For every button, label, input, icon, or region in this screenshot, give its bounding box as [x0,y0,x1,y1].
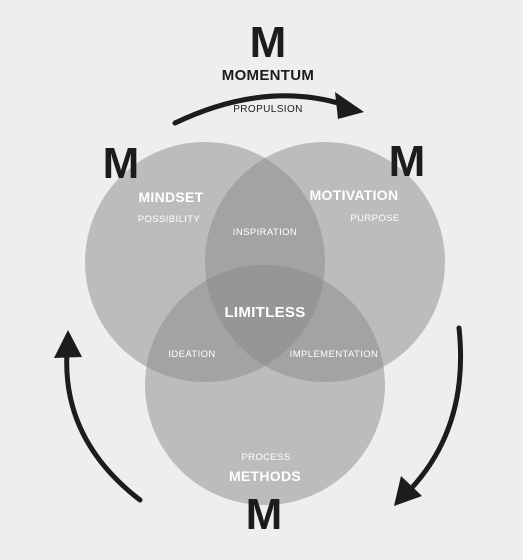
momentum-letter: M [250,18,287,67]
motivation-letter: M [389,137,426,186]
momentum-subtitle: PROPULSION [233,104,303,115]
limitless-label: LIMITLESS [224,304,305,321]
implementation-label: IMPLEMENTATION [290,349,379,360]
top-arrow [172,93,348,126]
motivation-title: MOTIVATION [310,187,399,203]
mindset-title: MINDSET [138,189,203,205]
motivation-subtitle: PURPOSE [350,213,399,224]
momentum-title: MOMENTUM [222,67,314,84]
methods-subtitle: PROCESS [241,452,290,463]
inspiration-label: INSPIRATION [233,227,297,238]
mindset-subtitle: POSSIBILITY [138,214,201,225]
left-arrow [64,349,143,503]
circle-methods [145,265,385,505]
methods-title: METHODS [229,468,301,484]
right-arrow-head [394,476,422,506]
mindset-letter: M [103,139,140,188]
left-arrow-head [54,330,82,358]
methods-letter: M [246,490,283,539]
top-arrow-head [335,92,364,119]
ideation-label: IDEATION [168,349,215,360]
right-arrow [402,325,464,498]
